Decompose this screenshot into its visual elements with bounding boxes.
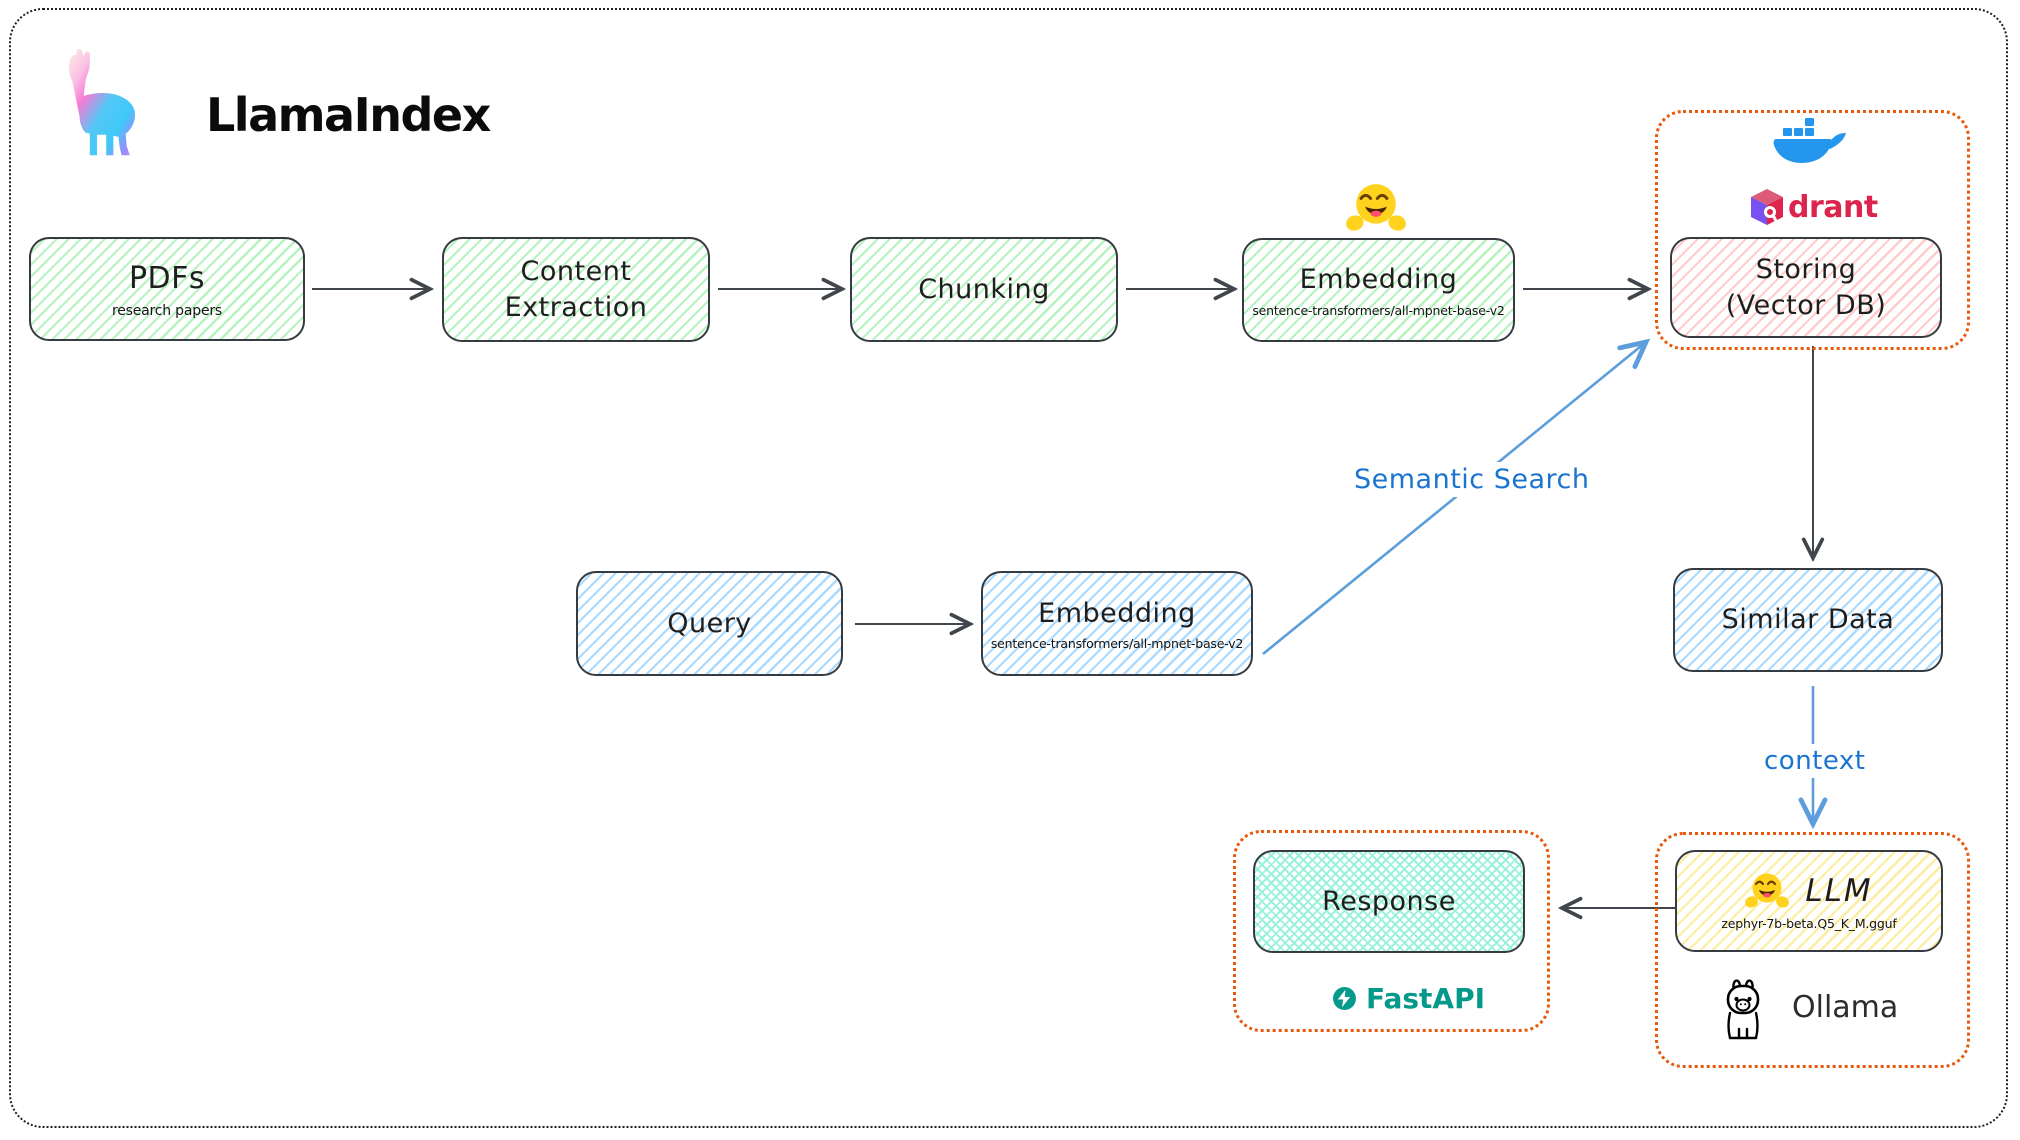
- node-similar-data: Similar Data: [1673, 568, 1943, 672]
- ollama-label: Ollama: [1792, 989, 1899, 1025]
- response-title: Response: [1322, 885, 1456, 917]
- query-title: Query: [667, 607, 752, 639]
- node-pdfs: PDFs research papers: [29, 237, 305, 341]
- embedding-docs-subtitle: sentence-transformers/all-mpnet-base-v2: [1252, 302, 1505, 318]
- node-chunking: Chunking: [850, 237, 1118, 342]
- node-query: Query: [576, 571, 843, 676]
- ollama-icon: [1726, 979, 1760, 1040]
- node-content-extraction: Content Extraction: [442, 237, 710, 342]
- chunking-title: Chunking: [918, 273, 1050, 305]
- qdrant-logo: drant: [1750, 188, 1878, 226]
- content-extraction-title: Content Extraction: [504, 256, 648, 323]
- node-response: Response: [1253, 850, 1525, 953]
- edge-label-semantic-search: Semantic Search: [1348, 462, 1596, 497]
- embedding-query-subtitle: sentence-transformers/all-mpnet-base-v2: [990, 636, 1244, 652]
- llm-subtitle: zephyr-7b-beta.Q5_K_M.gguf: [1721, 916, 1897, 931]
- embedding-docs-title: Embedding: [1299, 264, 1458, 296]
- storing-title: Storing (Vector DB): [1725, 254, 1887, 321]
- qdrant-cube-icon: [1751, 189, 1783, 225]
- node-embedding-docs: Embedding sentence-transformers/all-mpne…: [1242, 238, 1515, 342]
- fastapi-icon: [1333, 987, 1356, 1010]
- qdrant-logo-text: drant: [1788, 189, 1878, 225]
- brand-title: LlamaIndex: [206, 88, 491, 142]
- llamaindex-llama-icon: [68, 48, 136, 156]
- node-storing: Storing (Vector DB): [1670, 237, 1942, 338]
- hugging-face-icon: [1745, 873, 1790, 908]
- edge-label-context: context: [1758, 744, 1872, 778]
- response-group: [1233, 830, 1550, 1032]
- node-llm: LLM zephyr-7b-beta.Q5_K_M.gguf: [1675, 850, 1943, 952]
- pdfs-title: PDFs: [128, 261, 206, 296]
- similar-data-title: Similar Data: [1721, 604, 1895, 636]
- llm-group: [1655, 832, 1970, 1068]
- docker-icon: [1773, 118, 1846, 163]
- hugging-face-icon: [1346, 184, 1406, 231]
- storing-group: [1655, 110, 1970, 350]
- llm-title: LLM: [1805, 873, 1873, 909]
- fastapi-logo: FastAPI: [1332, 982, 1485, 1015]
- fastapi-label: FastAPI: [1366, 982, 1486, 1015]
- ollama-logo: Ollama: [1720, 974, 1898, 1040]
- arrow-semantic-search: [1262, 342, 1646, 656]
- pdfs-subtitle: research papers: [111, 303, 223, 319]
- node-embedding-query: Embedding sentence-transformers/all-mpne…: [981, 571, 1253, 676]
- embedding-query-title: Embedding: [1038, 597, 1196, 629]
